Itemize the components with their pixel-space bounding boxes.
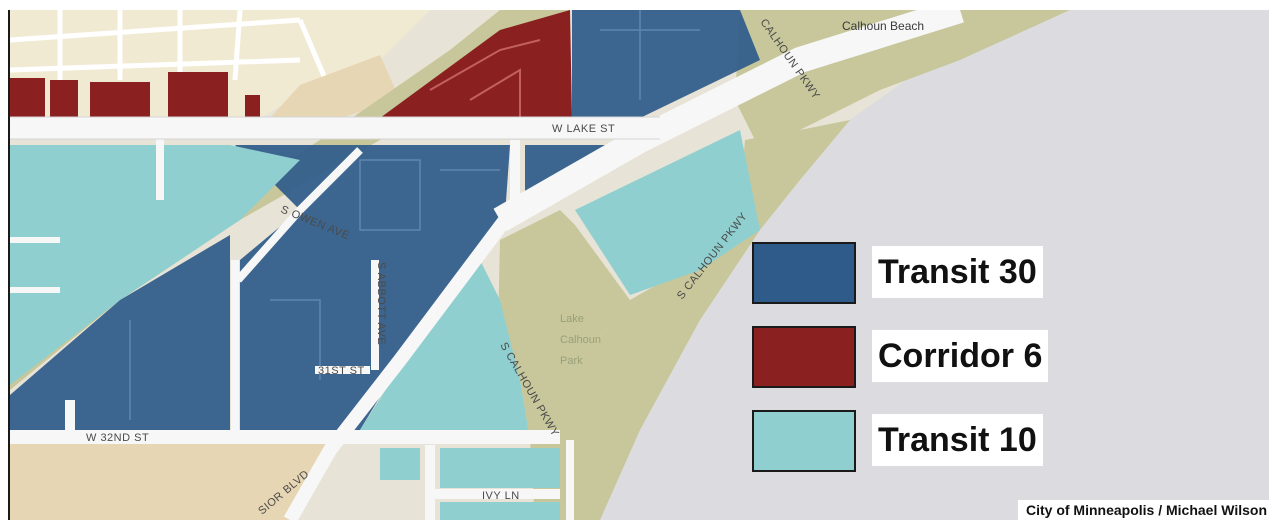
map-left-margin xyxy=(0,0,10,520)
beige-area-north xyxy=(270,55,400,118)
legend-label-transit-10: Transit 10 xyxy=(872,414,1043,466)
legend-label-corridor-6: Corridor 6 xyxy=(872,330,1049,382)
corridor-6-lot-lines xyxy=(429,39,541,118)
road-network xyxy=(10,0,964,520)
legend-item-transit-10: Transit 10 xyxy=(752,410,1082,476)
legend-swatch-corridor-6 xyxy=(752,326,856,388)
transit-10-zone-south xyxy=(360,260,530,440)
label-lake-calhoun-park-2: Calhoun xyxy=(560,334,601,346)
transit-10-blocks xyxy=(380,448,560,520)
corridor-6-blocks xyxy=(10,72,260,118)
map-credit: City of Minneapolis / Michael Wilson xyxy=(1017,500,1269,520)
label-w-32nd-st: W 32ND ST xyxy=(86,432,149,444)
beige-area-south xyxy=(10,444,330,520)
legend-swatch-transit-30 xyxy=(752,242,856,304)
legend-swatch-transit-10 xyxy=(752,410,856,472)
transit-30-lot-lines xyxy=(129,10,700,420)
transit-10-zone-northwest xyxy=(10,145,300,385)
label-s-abbott-ave: S ABBOTT AVE xyxy=(375,262,387,345)
label-calhoun-beach: Calhoun Beach xyxy=(842,19,924,33)
transit-30-zone-north xyxy=(572,10,760,118)
legend-label-transit-30: Transit 30 xyxy=(872,246,1043,298)
legend-item-transit-30: Transit 30 xyxy=(752,242,1082,308)
label-w-lake-st: W LAKE ST xyxy=(552,123,615,135)
map-top-margin xyxy=(0,0,1269,10)
label-ivy-ln: IVY LN xyxy=(482,490,520,502)
label-lake-calhoun-park-1: Lake xyxy=(560,313,584,325)
map-frame-edge xyxy=(8,0,10,520)
label-lake-calhoun-park-3: Park xyxy=(560,355,583,367)
road-edges xyxy=(10,116,660,140)
transit-10-zone-lakeside xyxy=(575,130,760,295)
legend-item-corridor-6: Corridor 6 xyxy=(752,326,1082,392)
label-w-31st-st: 31ST ST xyxy=(318,365,365,377)
park-lakeshore xyxy=(555,120,850,520)
transit-30-zone-west xyxy=(10,235,230,430)
